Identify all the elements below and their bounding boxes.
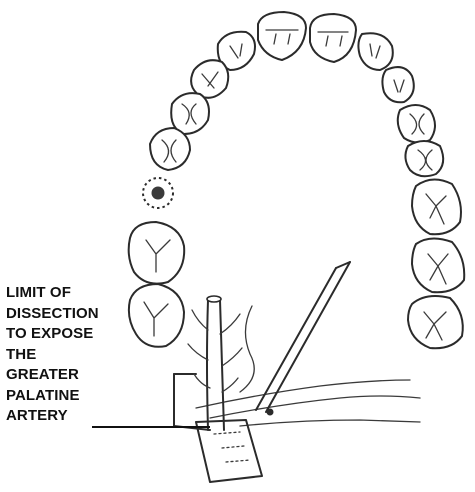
tooth-molar-2-left (129, 284, 184, 347)
tooth-premolar-1-right (398, 105, 435, 143)
label-line-3: TO EXPOSE (6, 324, 99, 345)
label-line-5: GREATER (6, 365, 99, 386)
tooth-molar-3-right (408, 296, 463, 348)
label-line-2: DISSECTION (6, 304, 99, 325)
label-line-4: THE (6, 345, 99, 366)
elevator-instrument-icon (196, 262, 350, 482)
dissection-limit-label: LIMIT OF DISSECTION TO EXPOSE THE GREATE… (6, 283, 99, 427)
palatine-foramen-marker-icon (143, 178, 173, 208)
tooth-premolar-2-right (405, 141, 443, 176)
palatal-dissection-region (174, 306, 420, 430)
label-line-1: LIMIT OF (6, 283, 99, 304)
tooth-premolar-1-left (171, 93, 209, 134)
greater-palatine-artery (188, 296, 242, 430)
tooth-central-incisor-right (310, 14, 356, 62)
tooth-molar-1-right (412, 179, 461, 234)
label-line-6: PALATINE (6, 386, 99, 407)
tooth-canine-right (382, 67, 413, 102)
dental-arch-icon (129, 12, 465, 348)
label-line-7: ARTERY (6, 406, 99, 427)
tooth-lateral-incisor-right (358, 33, 392, 70)
tooth-central-incisor-left (258, 12, 306, 60)
tooth-molar-2-right (412, 238, 464, 292)
tooth-molar-1-left (129, 222, 185, 284)
tooth-premolar-2-left (150, 128, 190, 170)
tooth-canine-left (191, 60, 228, 98)
